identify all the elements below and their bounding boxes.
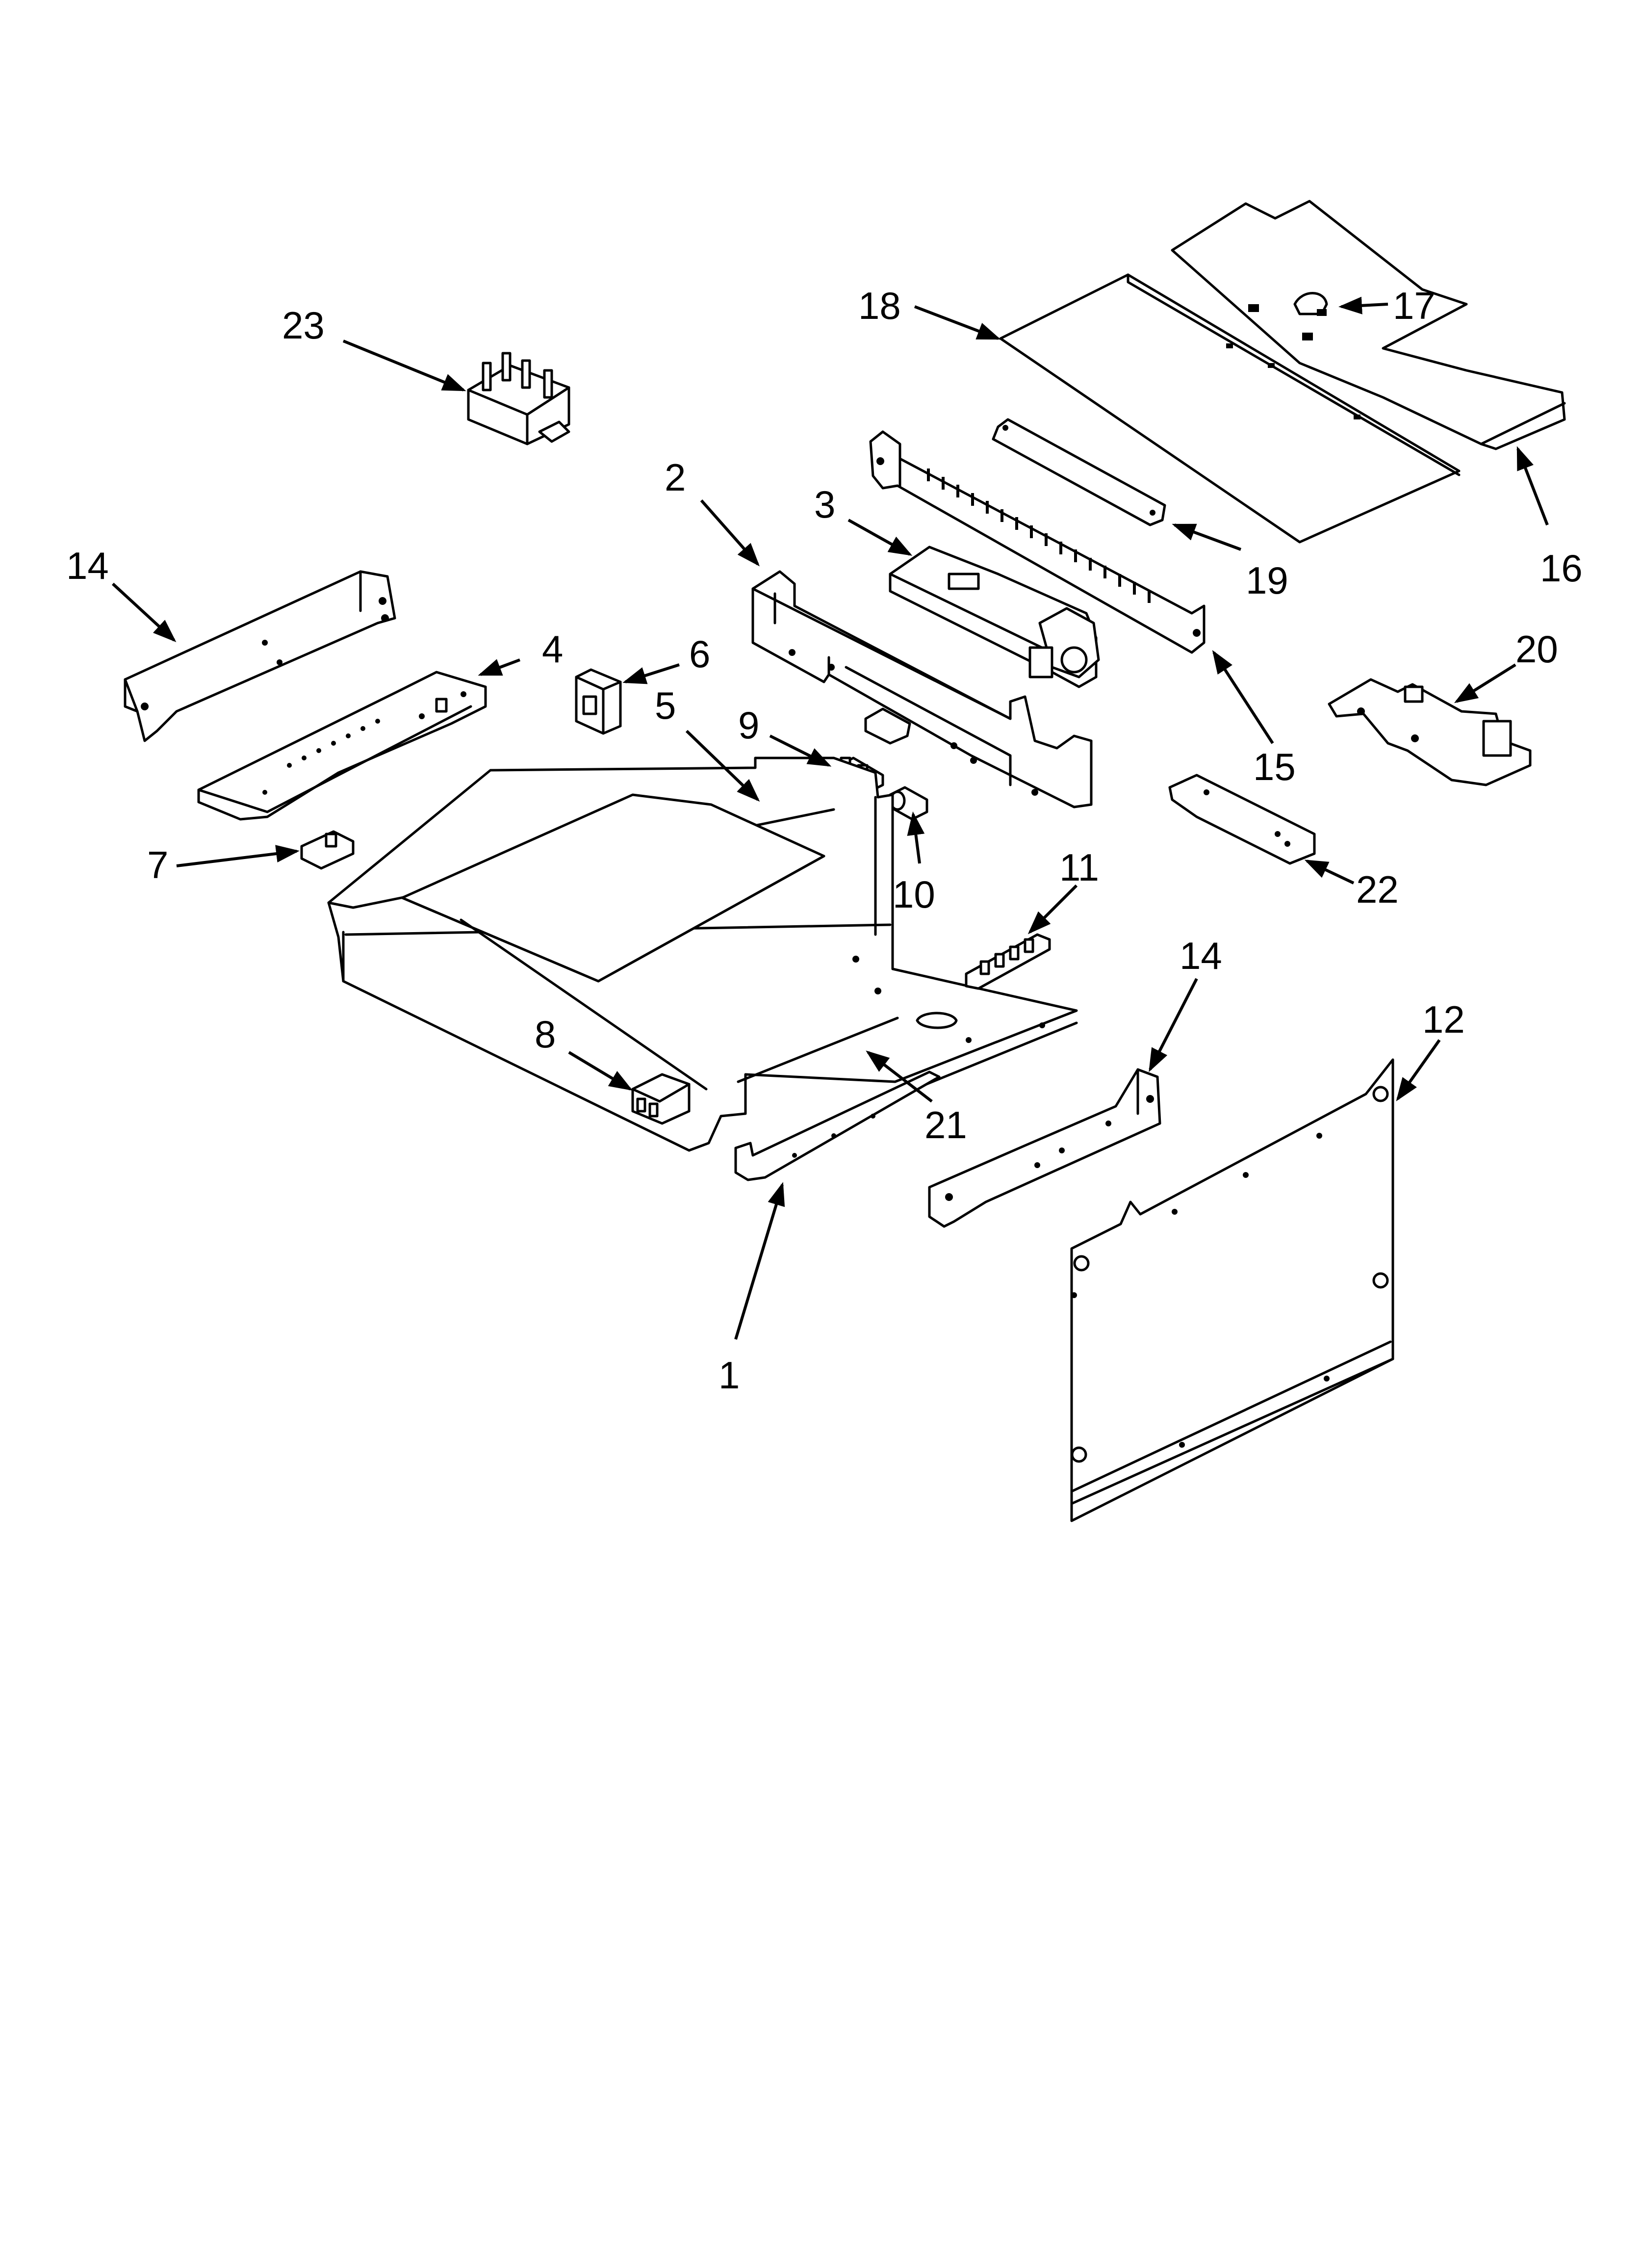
callout-2: 2 bbox=[665, 456, 686, 499]
callout-6: 6 bbox=[689, 632, 710, 676]
callout-16: 16 bbox=[1540, 547, 1583, 590]
callout-12: 12 bbox=[1422, 998, 1465, 1041]
part-17-clip bbox=[1293, 292, 1328, 316]
part-12-front-panel bbox=[1070, 1058, 1394, 1522]
callout-19: 19 bbox=[1246, 559, 1288, 602]
part-4-floor-plate bbox=[197, 671, 487, 821]
part-8-connector bbox=[631, 1073, 691, 1125]
leader-lines bbox=[111, 296, 1549, 1340]
callout-7: 7 bbox=[147, 843, 168, 886]
callout-4: 4 bbox=[542, 627, 563, 671]
part-10-fuse bbox=[889, 786, 928, 821]
callout-22: 22 bbox=[1356, 868, 1399, 911]
part-23-relay bbox=[467, 352, 570, 445]
part-6-switch bbox=[575, 668, 622, 735]
callout-8: 8 bbox=[535, 1013, 556, 1056]
part-21-chassis bbox=[327, 756, 1078, 1152]
part-14-left-bracket bbox=[124, 570, 396, 742]
part-3-control-module bbox=[889, 546, 1100, 688]
callout-18: 18 bbox=[858, 284, 901, 327]
part-22-plate bbox=[1168, 774, 1316, 865]
callout-5: 5 bbox=[655, 684, 676, 727]
callout-11: 11 bbox=[1059, 846, 1099, 889]
callout-1: 1 bbox=[718, 1354, 740, 1397]
part-11-terminal-strip bbox=[965, 933, 1051, 990]
part-14-right-bracket bbox=[928, 1068, 1161, 1228]
callout-10: 10 bbox=[893, 873, 935, 916]
callout-21: 21 bbox=[924, 1103, 967, 1147]
part-15-slotted-rail bbox=[869, 430, 1206, 654]
callout-labels: 23 18 17 16 19 2 3 14 4 6 5 9 10 7 11 15… bbox=[66, 284, 1583, 1397]
part-19-vent-strip bbox=[992, 418, 1166, 526]
part-20-bracket bbox=[1328, 678, 1532, 786]
part-18-top-shield bbox=[999, 273, 1461, 544]
part-7-clip bbox=[300, 830, 355, 870]
part-2-rear-channel bbox=[751, 570, 1093, 808]
callout-20: 20 bbox=[1515, 627, 1558, 671]
part-16-top-panel bbox=[1171, 200, 1566, 450]
callout-3: 3 bbox=[814, 483, 835, 526]
callout-17: 17 bbox=[1393, 284, 1436, 327]
callout-14-right: 14 bbox=[1180, 934, 1222, 977]
callout-15: 15 bbox=[1253, 745, 1296, 788]
callout-23: 23 bbox=[282, 304, 325, 347]
part-1-front-rail bbox=[734, 1070, 941, 1181]
callout-14-left: 14 bbox=[66, 544, 109, 587]
callout-9: 9 bbox=[738, 704, 759, 747]
